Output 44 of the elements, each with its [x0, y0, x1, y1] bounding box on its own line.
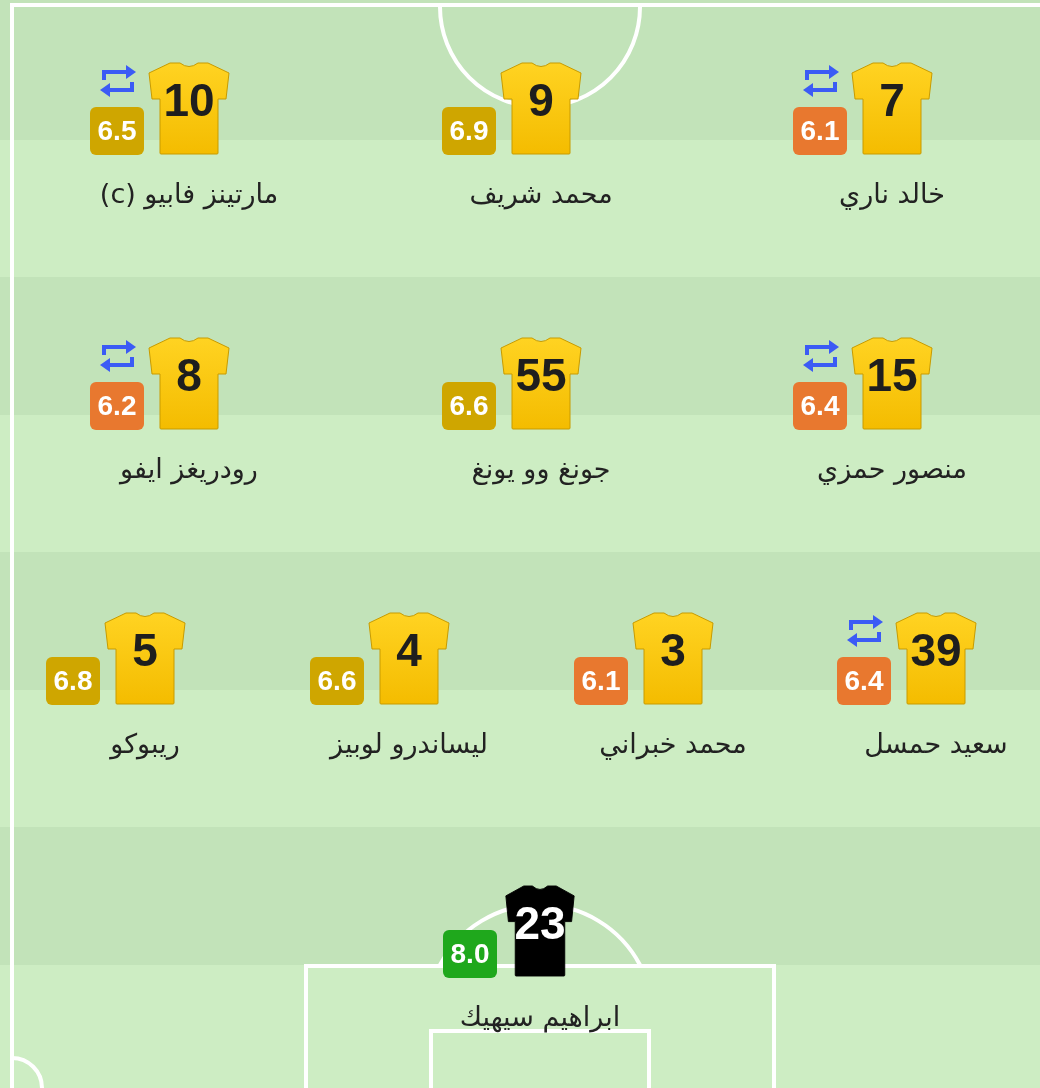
player-name: محمد شريف — [469, 178, 613, 211]
player-name: سعيد حمسل — [864, 728, 1008, 761]
rating-badge: 6.6 — [310, 657, 364, 705]
rating-badge: 6.2 — [90, 382, 144, 430]
player-name: رودريغز ايفو — [120, 453, 258, 486]
jersey — [851, 337, 933, 430]
shirt-number: 55 — [515, 352, 567, 398]
shirt-number: 10 — [163, 77, 215, 123]
player-name: مارتينز فابيو (c) — [99, 178, 279, 211]
jersey — [500, 62, 582, 155]
jersey — [895, 612, 977, 705]
player-name: منصور حمزي — [817, 453, 967, 486]
player-name: خالد ناري — [839, 178, 945, 211]
player-name: ابراهيم سيهيك — [459, 1001, 621, 1034]
player-name: جونغ وو يونغ — [471, 453, 611, 486]
shirt-number: 3 — [660, 627, 686, 673]
rating-badge: 6.4 — [793, 382, 847, 430]
shirt-number: 8 — [176, 352, 202, 398]
shirt-number: 15 — [866, 352, 918, 398]
shirt-number: 7 — [879, 77, 905, 123]
jersey — [505, 885, 575, 977]
jersey — [148, 62, 230, 155]
rating-badge: 6.4 — [837, 657, 891, 705]
rating-badge: 6.1 — [793, 107, 847, 155]
rating-badge: 6.6 — [442, 382, 496, 430]
jersey — [632, 612, 714, 705]
player-name: ليساندرو لوبيز — [330, 728, 488, 761]
jersey — [851, 62, 933, 155]
jersey — [500, 337, 582, 430]
shirt-number: 23 — [514, 900, 566, 946]
shirt-number: 39 — [910, 627, 962, 673]
shirt-number: 4 — [396, 627, 422, 673]
rating-badge: 6.5 — [90, 107, 144, 155]
jersey — [104, 612, 186, 705]
rating-badge: 8.0 — [443, 930, 497, 978]
shirt-number: 9 — [528, 77, 554, 123]
shirt-number: 5 — [132, 627, 158, 673]
rating-badge: 6.8 — [46, 657, 100, 705]
jersey — [368, 612, 450, 705]
rating-badge: 6.9 — [442, 107, 496, 155]
rating-badge: 6.1 — [574, 657, 628, 705]
player-name: ريبوكو — [110, 728, 180, 761]
jersey — [148, 337, 230, 430]
player-name: محمد خبراني — [599, 728, 747, 761]
